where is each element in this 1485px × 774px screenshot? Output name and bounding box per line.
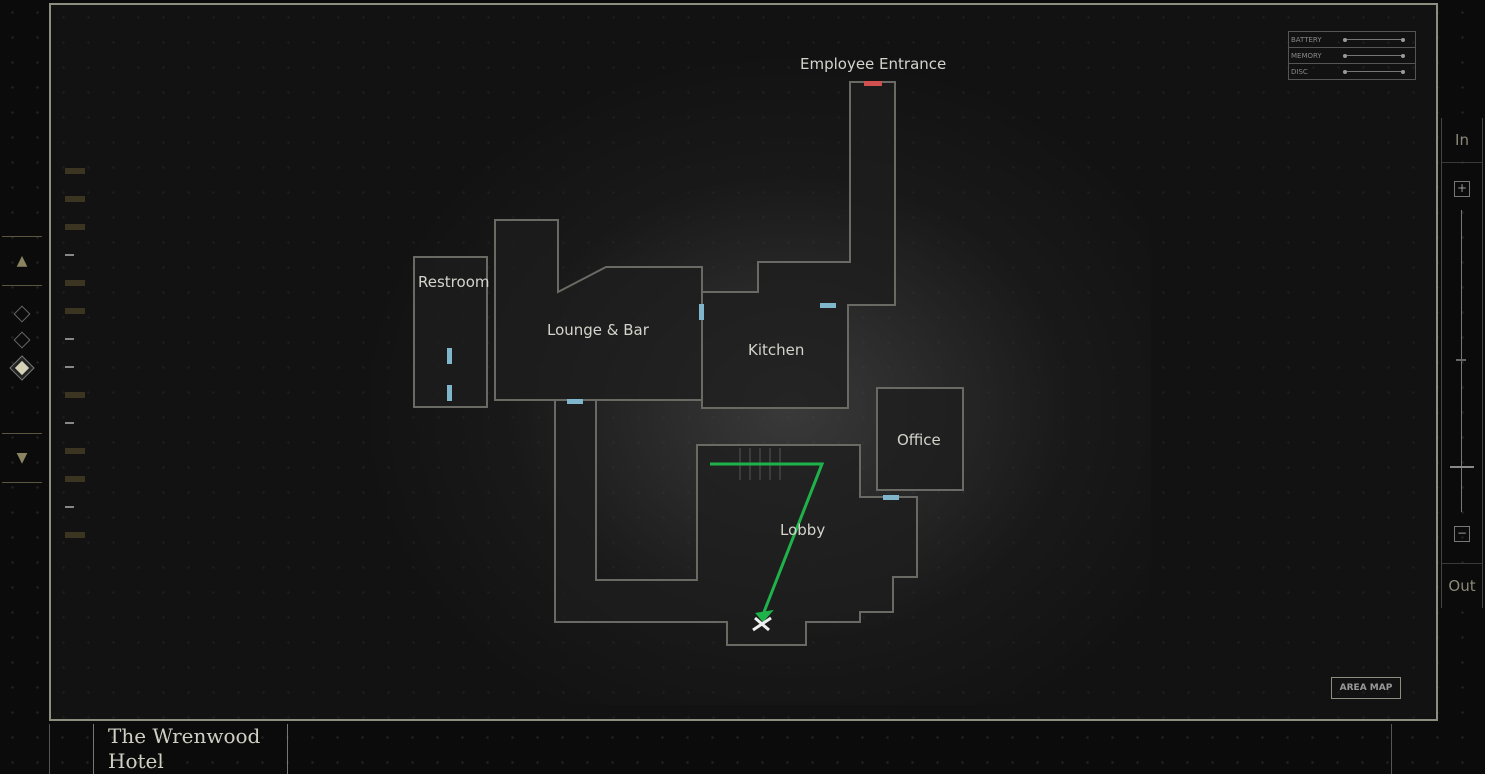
- door: [820, 303, 836, 308]
- zoom-tick: [1456, 359, 1466, 361]
- floor-2-icon[interactable]: [13, 331, 31, 349]
- status-memory: MEMORY: [1289, 48, 1415, 64]
- route-path: [710, 462, 825, 613]
- area-map-button[interactable]: AREA MAP: [1331, 677, 1401, 699]
- zoom-out-label[interactable]: Out: [1442, 563, 1482, 608]
- zoom-out-button[interactable]: −: [1454, 526, 1470, 542]
- room-label-employee-entrance[interactable]: Employee Entrance: [800, 55, 947, 73]
- divider: [49, 724, 50, 774]
- room-label-lounge[interactable]: Lounge & Bar: [547, 321, 649, 339]
- location-title: The Wrenwood Hotel: [93, 724, 288, 774]
- room-label-kitchen[interactable]: Kitchen: [748, 341, 805, 359]
- floor-up-button[interactable]: ▲: [2, 236, 42, 286]
- floor-down-button[interactable]: ▼: [2, 434, 42, 483]
- room-kitchen-shape: [701, 81, 896, 409]
- door: [699, 304, 704, 320]
- zoom-in-label[interactable]: In: [1442, 118, 1482, 163]
- door: [447, 348, 452, 364]
- zoom-in-button[interactable]: +: [1454, 181, 1470, 197]
- door: [883, 495, 899, 500]
- floor-3-selected-icon[interactable]: [9, 355, 35, 381]
- room-restroom-shape: [413, 256, 488, 408]
- door: [567, 399, 583, 404]
- room-label-lobby[interactable]: Lobby: [780, 521, 826, 539]
- room-lobby-shape: [554, 399, 918, 646]
- player-marker: [752, 616, 772, 632]
- door: [447, 385, 452, 401]
- employee-entrance-door: [864, 81, 882, 86]
- zoom-slider[interactable]: [1461, 210, 1462, 512]
- floor-1-icon[interactable]: [13, 305, 31, 323]
- zoom-panel: In + − Out: [1441, 118, 1483, 608]
- room-office-shape: [876, 387, 964, 491]
- floor-selector: ▲ ▼: [2, 236, 42, 484]
- zoom-slider-thumb[interactable]: [1450, 466, 1474, 468]
- status-disc: DISC: [1289, 64, 1415, 80]
- divider: [1391, 724, 1392, 774]
- status-panel: BATTERY MEMORY DISC: [1288, 31, 1416, 80]
- room-label-restroom[interactable]: Restroom: [418, 273, 490, 291]
- status-battery: BATTERY: [1289, 32, 1415, 48]
- room-lounge-shape: [494, 219, 703, 401]
- route-arrowhead: [755, 609, 774, 623]
- room-label-office[interactable]: Office: [897, 431, 941, 449]
